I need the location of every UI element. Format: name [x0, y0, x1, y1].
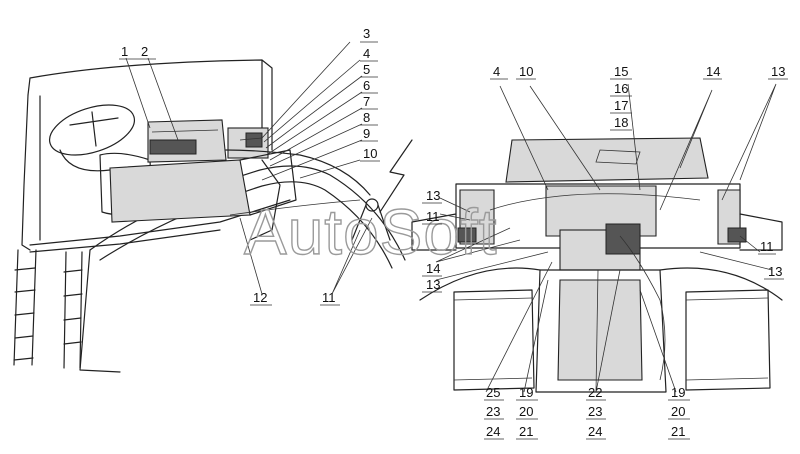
watermark-text: AutoSoft: [244, 196, 498, 268]
callout-16: 16: [614, 81, 628, 96]
callout-2: 2: [141, 44, 148, 59]
callout-13: 13: [768, 264, 782, 279]
callout-13: 13: [771, 64, 785, 79]
callout-11: 11: [322, 290, 336, 305]
leader-lines: [125, 41, 777, 393]
callout-19: 19: [671, 385, 685, 400]
callout-13: 13: [426, 188, 440, 203]
callout-23: 23: [588, 404, 602, 419]
callout-9: 9: [363, 126, 370, 141]
left-view-cab-side: [13, 59, 413, 373]
callout-17: 17: [614, 98, 628, 113]
callout-21: 21: [671, 424, 685, 439]
callout-10: 10: [519, 64, 533, 79]
callout-14: 14: [706, 64, 720, 79]
callout-underlines: [119, 41, 788, 440]
callout-labels: 1 2 3 4 5 6 7 8 9 10 12 11 4 10 15 16 17…: [121, 26, 785, 439]
callout-7: 7: [363, 94, 370, 109]
callout-20: 20: [671, 404, 685, 419]
callout-15: 15: [614, 64, 628, 79]
callout-25: 25: [486, 385, 500, 400]
callout-23: 23: [486, 404, 500, 419]
callout-24: 24: [486, 424, 500, 439]
callout-20: 20: [519, 404, 533, 419]
callout-5: 5: [363, 62, 370, 77]
callout-22: 22: [588, 385, 602, 400]
callout-10: 10: [363, 146, 377, 161]
callout-4: 4: [493, 64, 500, 79]
callout-11: 11: [760, 239, 774, 254]
callout-6: 6: [363, 78, 370, 93]
callout-1: 1: [121, 44, 128, 59]
callout-21: 21: [519, 424, 533, 439]
callout-19: 19: [519, 385, 533, 400]
callout-24: 24: [588, 424, 602, 439]
callout-3: 3: [363, 26, 370, 41]
callout-4: 4: [363, 46, 370, 61]
right-view-rear: [411, 137, 783, 393]
callout-12: 12: [253, 290, 267, 305]
callout-14: 14: [426, 261, 440, 276]
callout-18: 18: [614, 115, 628, 130]
callout-13: 13: [426, 277, 440, 292]
callout-8: 8: [363, 110, 370, 125]
callout-11: 11: [426, 209, 440, 224]
